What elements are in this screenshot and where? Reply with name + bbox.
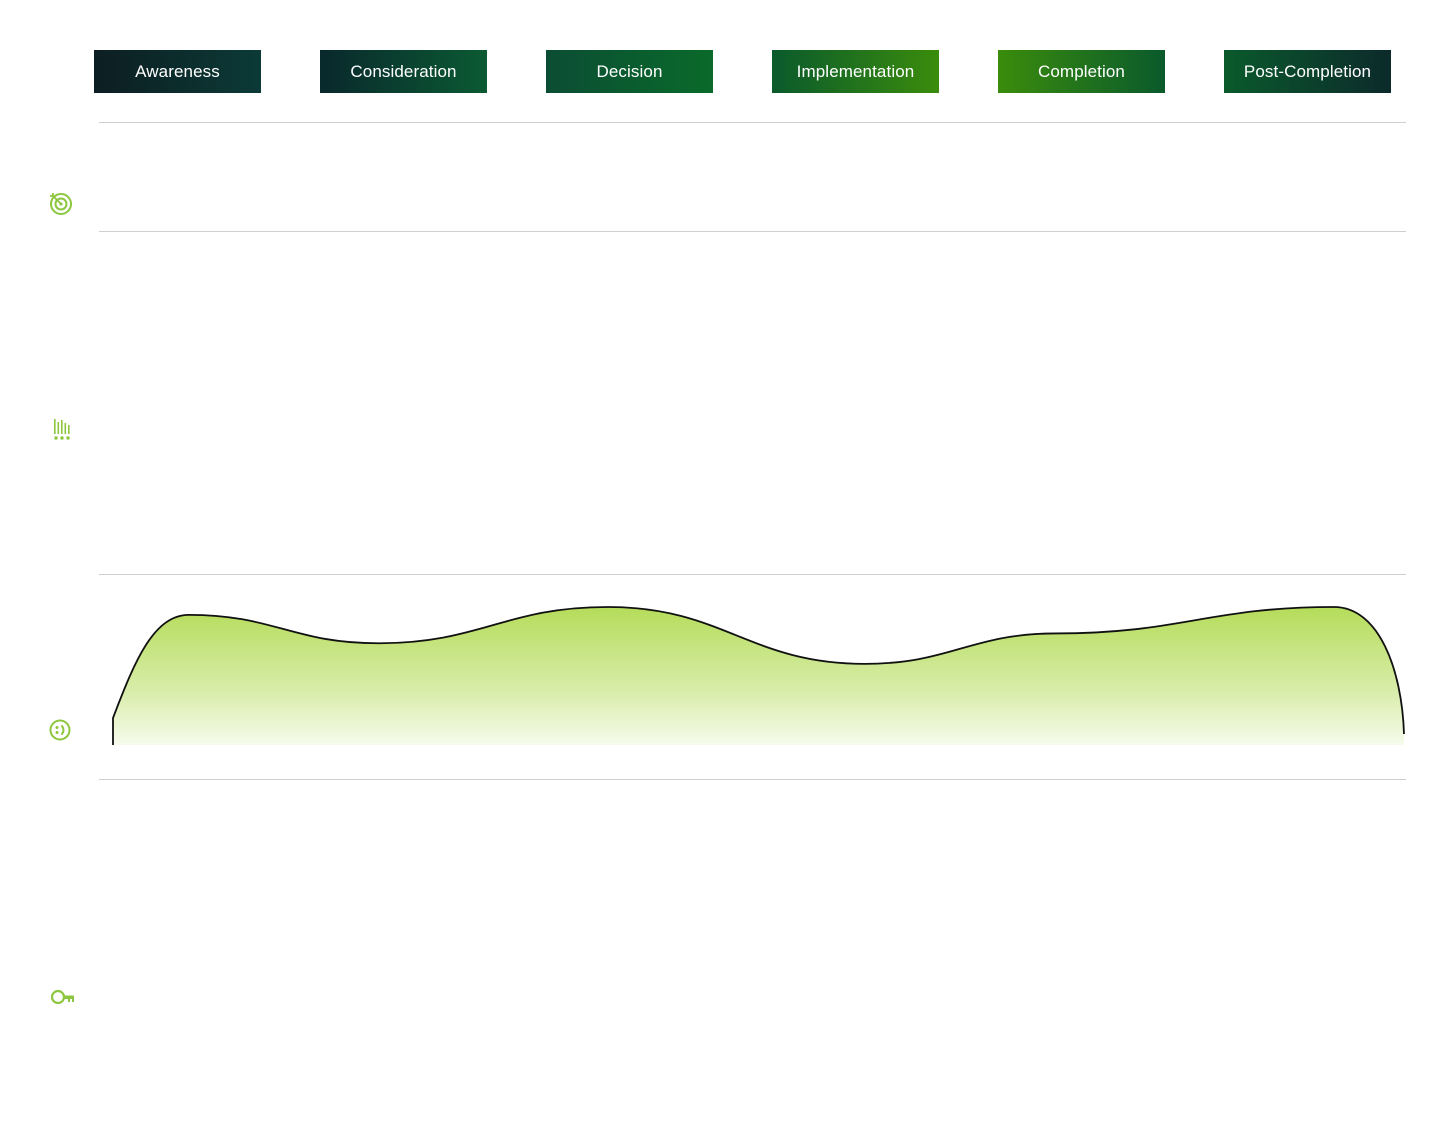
emotion-area-fill [113,607,1404,760]
stage-label: Awareness [135,61,220,81]
opportunities-key-icon [49,984,75,1010]
row-divider [99,574,1406,575]
stage-label: Post-Completion [1243,61,1372,81]
stage-consideration[interactable]: Consideration [320,50,487,93]
row-divider [99,231,1406,232]
stage-label: Consideration [350,61,457,81]
stage-completion[interactable]: Completion [998,50,1165,93]
row-divider [99,122,1406,123]
emotion-curve-line [112,606,1405,745]
goals-target-icon [48,191,74,217]
emotion-face-icon [47,717,73,743]
stage-awareness[interactable]: Awareness [94,50,261,93]
stage-implementation[interactable]: Implementation [772,50,939,93]
activities-bars-icon [51,417,77,443]
row-divider [99,779,1406,780]
stage-decision[interactable]: Decision [546,50,713,93]
emotion-area-mask [111,745,1406,765]
stage-label: Implementation [796,61,915,81]
stage-post-completion[interactable]: Post-Completion [1224,50,1391,93]
stage-label: Completion [1038,61,1125,81]
stage-label: Decision [596,61,663,81]
